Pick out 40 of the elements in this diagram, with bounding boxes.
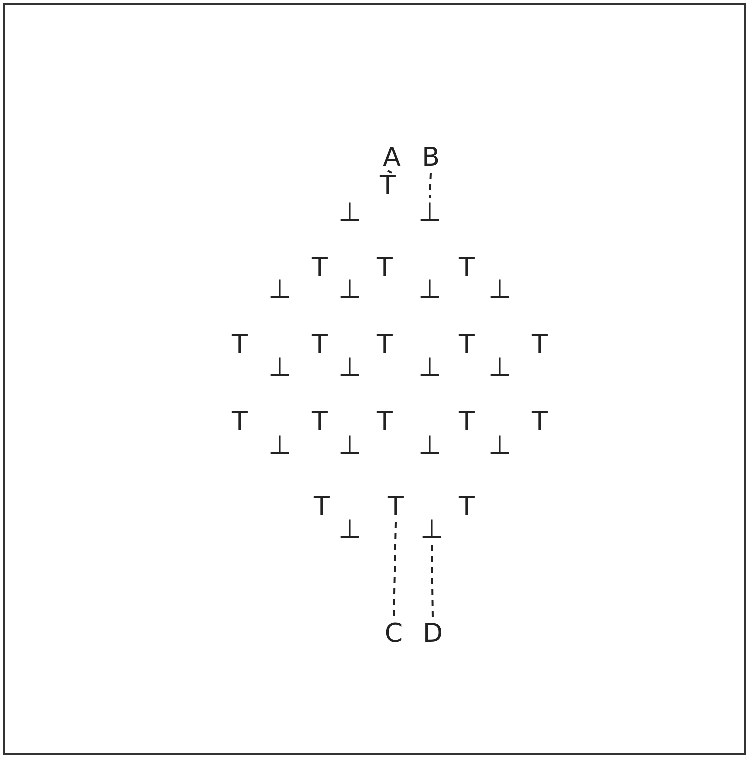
symbol-label: B	[422, 145, 440, 171]
symbol-label: T	[459, 494, 475, 520]
symbol-label: ⊥	[418, 200, 442, 226]
symbol-label: ⊥	[338, 200, 362, 226]
symbol-label: T	[377, 409, 393, 435]
symbol-label: T	[312, 409, 328, 435]
symbol-label: ⊥	[418, 277, 442, 303]
symbol-label: ⊥	[268, 277, 292, 303]
symbol-label: T	[377, 255, 393, 281]
symbol-label: ⊥	[488, 277, 512, 303]
symbol-label: A	[383, 145, 401, 171]
symbol-label: T	[232, 409, 248, 435]
symbol-label: ⊥	[268, 355, 292, 381]
symbol-label: ⊥	[338, 517, 362, 543]
symbol-label: ⊥	[268, 433, 292, 459]
symbol-label: T	[232, 332, 248, 358]
symbol-label: ⊥	[418, 433, 442, 459]
symbol-label: D	[422, 621, 444, 647]
symbol-label: ⊥	[338, 277, 362, 303]
dashed-line	[431, 544, 434, 620]
symbol-label: T	[532, 409, 548, 435]
symbol-label: ⊥	[338, 433, 362, 459]
symbol-label: T	[459, 255, 475, 281]
symbol-label: T	[312, 255, 328, 281]
symbol-label: T	[532, 332, 548, 358]
symbol-label: ⊥	[488, 355, 512, 381]
dashed-line	[429, 172, 432, 198]
symbol-label: T	[459, 409, 475, 435]
symbol-label: ⊥	[420, 517, 444, 543]
symbol-label: ⊥	[488, 433, 512, 459]
symbol-label: ⊥	[338, 355, 362, 381]
symbol-label: T	[388, 494, 404, 520]
dashed-line	[388, 170, 392, 174]
symbol-label: T	[377, 332, 393, 358]
symbol-label: T	[312, 332, 328, 358]
symbol-label: T	[380, 173, 396, 199]
symbol-label: T	[459, 332, 475, 358]
symbol-label: T	[314, 494, 330, 520]
symbol-label: ⊥	[418, 355, 442, 381]
symbol-label: C	[384, 621, 404, 647]
